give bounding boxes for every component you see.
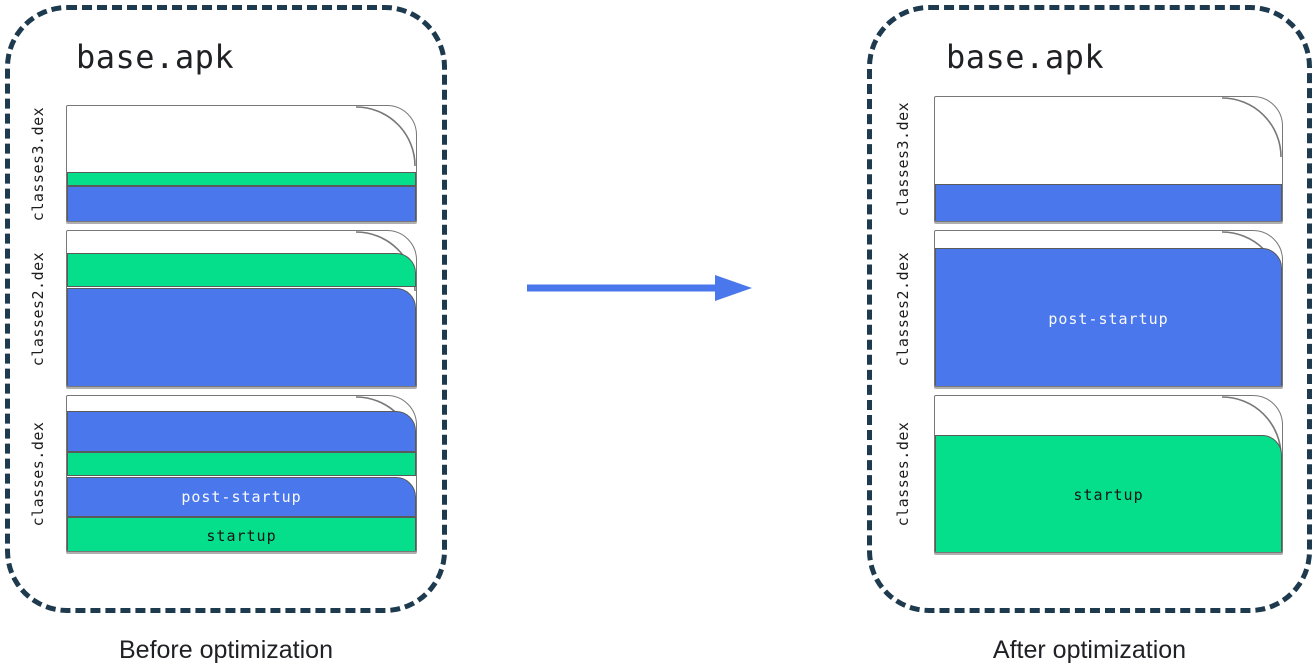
dex-file-label: classes.dex <box>894 421 912 527</box>
segment-green <box>67 452 416 476</box>
segment-blue <box>67 411 416 452</box>
dex-file-label: classes3.dex <box>29 106 47 221</box>
page-curl-icon <box>1222 97 1282 157</box>
dex-file-classes3-dex: classes3.dex <box>10 105 417 222</box>
segment-white <box>67 231 416 252</box>
file-stack-after: classes3.dex classes2.dex post-startup c… <box>872 96 1283 561</box>
dex-file-label: classes2.dex <box>29 251 47 366</box>
dex-file-classes2-dex: classes2.dex post-startup <box>872 230 1283 387</box>
segment-blue <box>67 186 416 221</box>
segment-white <box>935 97 1282 184</box>
dex-file-label: classes2.dex <box>894 251 912 366</box>
segment-label: post-startup <box>1048 309 1169 328</box>
segment-green-startup: startup <box>67 517 416 551</box>
dex-file-label-box: classes3.dex <box>872 96 934 222</box>
segment-blue-post-startup: post-startup <box>935 248 1282 386</box>
dex-file-label-box: classes.dex <box>10 395 66 552</box>
apk-title-after: base.apk <box>946 38 1105 76</box>
segment-white <box>935 231 1282 247</box>
dex-file-label: classes3.dex <box>894 101 912 217</box>
segment-blue-post-startup: post-startup <box>67 477 416 517</box>
dex-file-page: post-startup <box>934 230 1283 387</box>
dex-file-page: startup <box>934 395 1283 553</box>
segment-white <box>67 106 416 172</box>
segment-blue <box>67 288 416 386</box>
caption-after: After optimization <box>992 636 1187 664</box>
dex-file-classes-dex: classes.dex post-startup startup <box>10 395 417 552</box>
arrow-right-icon <box>527 275 752 301</box>
segment-label: post-startup <box>181 488 302 506</box>
dex-file-classes3-dex: classes3.dex <box>872 96 1283 222</box>
dex-file-page <box>934 96 1283 222</box>
dex-file-label-box: classes3.dex <box>10 105 66 222</box>
dex-file-page: post-startup startup <box>66 395 417 552</box>
segment-label: startup <box>1073 486 1144 504</box>
segment-white <box>67 396 416 410</box>
dex-file-classes-dex: classes.dex startup <box>872 395 1283 553</box>
dex-file-classes2-dex: classes2.dex <box>10 230 417 387</box>
segment-green <box>67 253 416 287</box>
segment-white <box>935 396 1282 434</box>
dex-file-page <box>66 105 417 222</box>
segment-green-startup: startup <box>935 435 1282 552</box>
dex-file-label-box: classes2.dex <box>872 230 934 387</box>
panel-before-optimization: base.apk classes3.dex classes2.dex <box>5 5 447 613</box>
dex-file-label: classes.dex <box>29 421 47 526</box>
page-curl-icon <box>356 106 416 166</box>
caption-before: Before optimization <box>118 636 333 664</box>
page-curl-icon <box>1222 396 1282 456</box>
segment-green <box>67 172 416 186</box>
dex-file-label-box: classes.dex <box>872 395 934 553</box>
segment-label: startup <box>206 527 277 545</box>
segment-blue <box>935 184 1282 221</box>
panel-after-optimization: base.apk classes3.dex classes2.dex post-… <box>867 5 1312 613</box>
apk-title-before: base.apk <box>76 38 235 76</box>
dex-file-label-box: classes2.dex <box>10 230 66 387</box>
file-stack-before: classes3.dex classes2.dex classes.dex <box>10 105 417 560</box>
dex-file-page <box>66 230 417 387</box>
